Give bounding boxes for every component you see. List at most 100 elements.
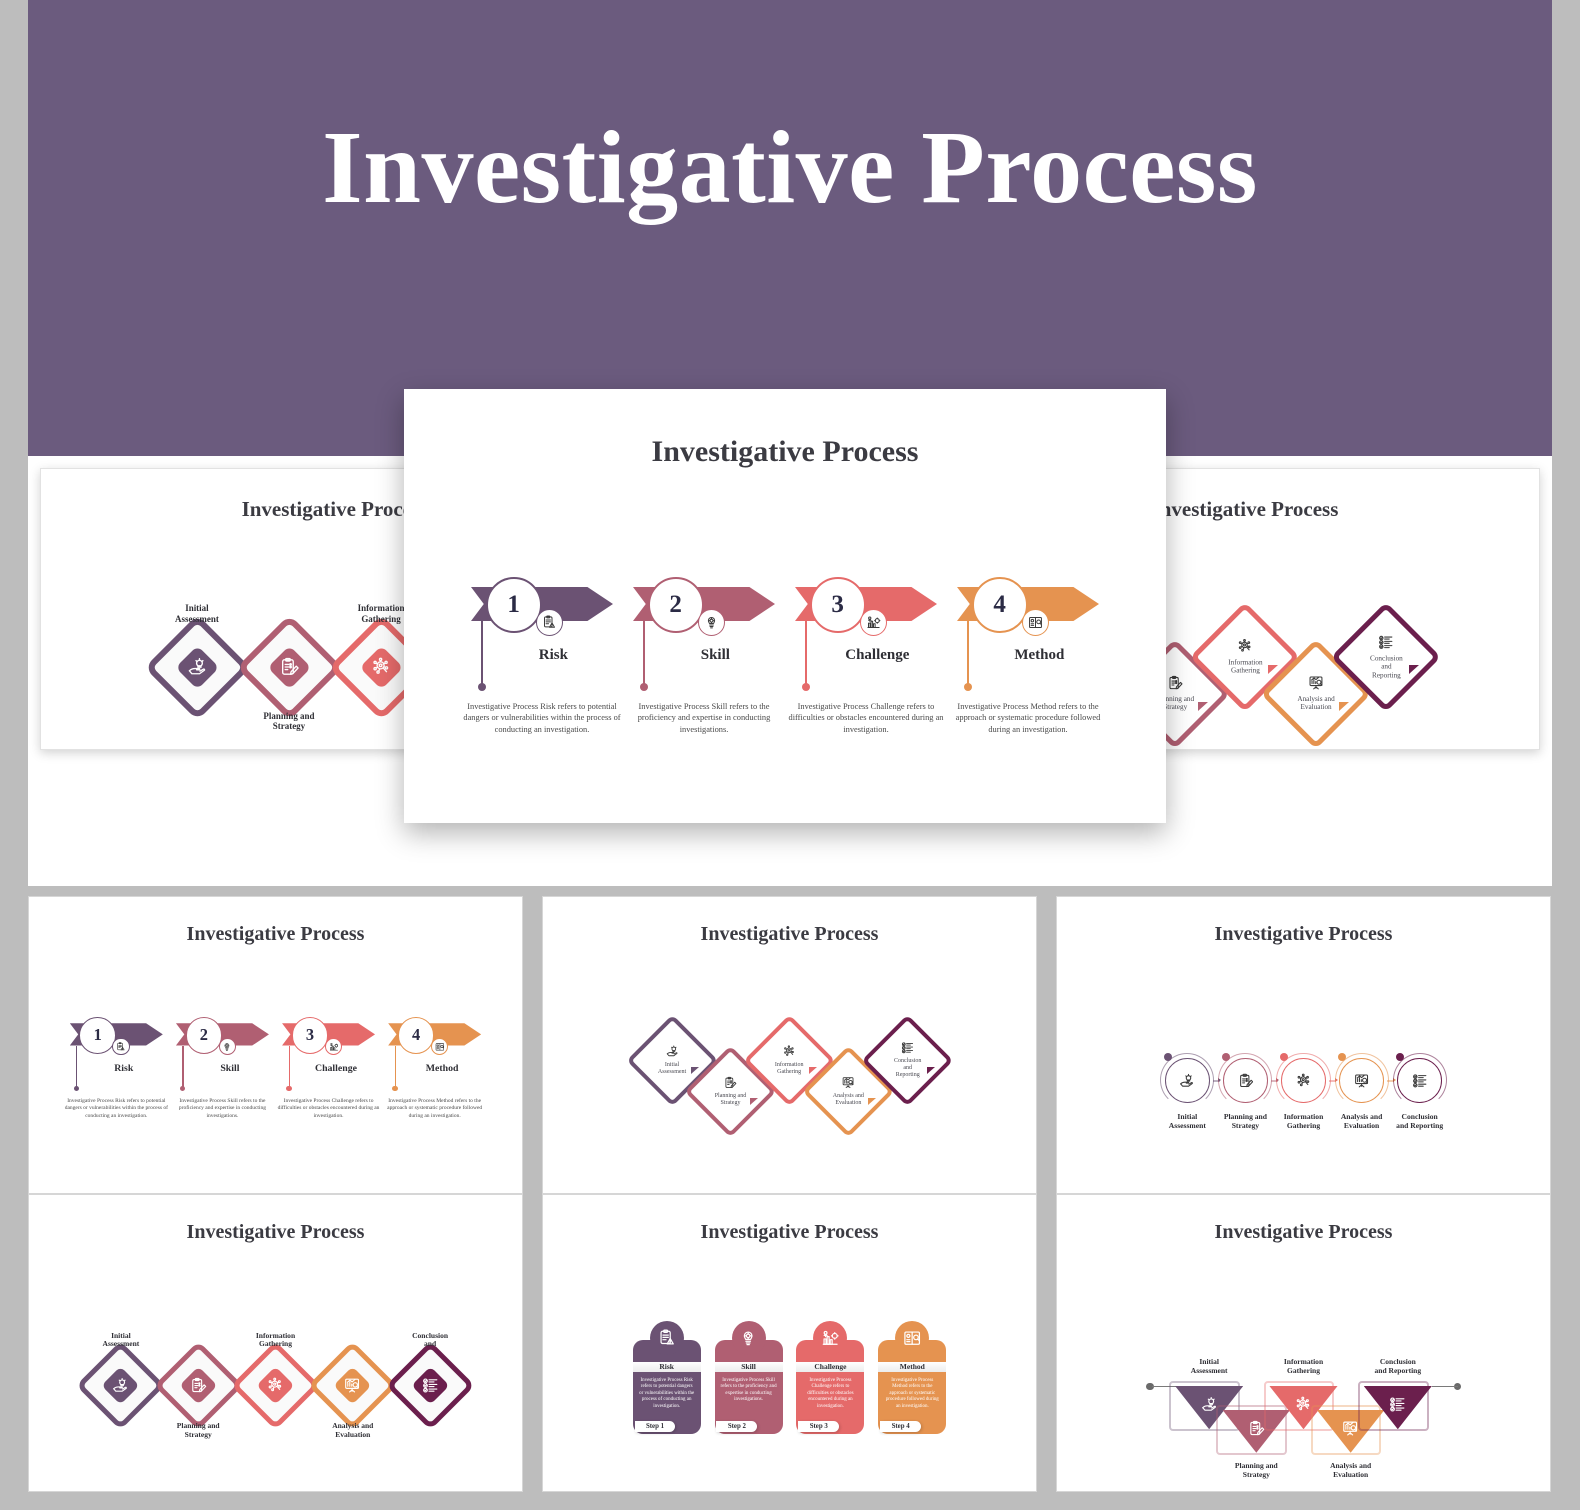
slide-title: Investigative Process (1214, 1221, 1393, 1243)
step-connector (481, 621, 483, 687)
process-icon (1238, 1073, 1254, 1094)
hand-idea-icon (666, 1045, 677, 1057)
step-number: 3 (305, 1025, 315, 1045)
step-number-circle[interactable]: 4 (971, 577, 1028, 634)
step-icon-circle[interactable] (860, 608, 887, 636)
clipboard-warning-icon (544, 615, 555, 628)
hand-idea-icon (113, 1377, 128, 1392)
clipboard-warning-icon (659, 1329, 674, 1345)
step-icon-circle[interactable] (112, 1037, 131, 1056)
step-icon-circle[interactable] (430, 1037, 449, 1056)
diamond-icon-plate (256, 1366, 295, 1404)
step-card-icon-badge (731, 1321, 766, 1356)
diamond-icon-plate (358, 645, 404, 690)
step-icon-circle[interactable] (1022, 608, 1049, 636)
process-dot (1337, 1052, 1347, 1062)
step-connector (805, 621, 807, 687)
diamond-node[interactable] (385, 1340, 475, 1430)
process-ring[interactable] (1339, 1058, 1384, 1103)
step-card[interactable] (878, 1340, 947, 1435)
diamond-label-line: Gathering (259, 1339, 292, 1349)
step-number-circle[interactable]: 1 (485, 577, 542, 634)
step-number-circle[interactable]: 3 (291, 1016, 329, 1054)
process-icon (1296, 1073, 1312, 1094)
diamond-node[interactable] (328, 614, 434, 721)
magnifier-network-icon (1296, 1397, 1310, 1411)
speech-tail (808, 1066, 817, 1074)
step-card[interactable] (632, 1340, 701, 1435)
step-number: 1 (93, 1025, 102, 1045)
magnifier-network-icon (1297, 1073, 1309, 1086)
step-card[interactable] (714, 1340, 783, 1435)
step-number-circle[interactable]: 2 (647, 577, 704, 634)
step-number-circle[interactable]: 1 (79, 1016, 117, 1054)
step-number-circle[interactable]: 3 (809, 577, 866, 634)
diamond-node[interactable] (308, 1340, 398, 1430)
step-card-icon-badge (649, 1321, 684, 1356)
step-label: Method (1014, 647, 1065, 663)
step-icon-circle[interactable] (536, 608, 563, 636)
diamond-node[interactable] (231, 1340, 320, 1430)
diamond-label-line: Gathering (361, 613, 401, 624)
speech-tail (926, 1066, 935, 1074)
diamond-node[interactable] (143, 614, 250, 721)
process-ring[interactable] (1222, 1058, 1268, 1103)
diamond-node[interactable] (76, 1340, 166, 1430)
step-connector (288, 1045, 290, 1089)
page-title: Investigative Process (322, 110, 1258, 225)
step-number-circle[interactable]: 2 (185, 1016, 223, 1054)
magnifier-network-icon (784, 1045, 794, 1056)
process-ring[interactable] (1397, 1058, 1443, 1103)
step-connector (643, 621, 645, 687)
step-connector (967, 621, 969, 687)
diamond-node[interactable] (153, 1340, 243, 1430)
step-label: Risk (114, 1062, 134, 1074)
step-icon-circle[interactable] (324, 1037, 343, 1056)
zigzag-outline (1263, 1381, 1335, 1432)
diamond-label-line: Planning and (176, 1421, 220, 1431)
process-connector (1213, 1080, 1220, 1083)
checklist-icon (1412, 1073, 1427, 1087)
diamond-label-line: Analysis and (332, 1421, 374, 1431)
step-card-title: Method (878, 1361, 947, 1373)
diamond-label-line: Initial (185, 603, 209, 614)
step-connector (182, 1045, 184, 1089)
chart-board-search-icon (1308, 677, 1322, 691)
step-number-circle[interactable]: 4 (397, 1016, 435, 1054)
speech-tail (1197, 702, 1208, 712)
slide-title: Investigative Process (1151, 497, 1339, 521)
step-icon-circle[interactable] (218, 1037, 237, 1056)
speech-tail (867, 1098, 876, 1106)
process-icon (1179, 1073, 1195, 1094)
clipboard-pencil-icon (1168, 676, 1182, 691)
step-card[interactable] (796, 1340, 865, 1435)
diamond-node[interactable] (236, 614, 342, 721)
step-icon-circle[interactable] (698, 608, 725, 636)
